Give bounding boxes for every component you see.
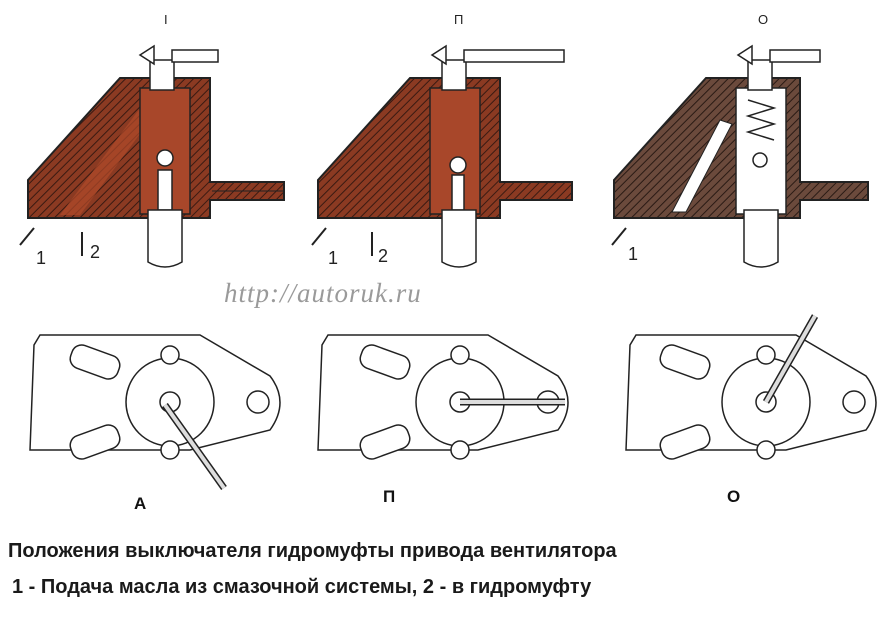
panel-1-flow-1: 1 xyxy=(36,248,46,268)
section-view-a xyxy=(27,44,285,268)
watermark: http://autoruk.ru xyxy=(224,278,422,308)
caption-line-1: Положения выключателя гидромуфты привода… xyxy=(8,540,617,562)
section-view-p xyxy=(317,44,573,268)
panel-2-flow-1: 1 xyxy=(328,248,338,268)
arrow-1-icon xyxy=(311,227,327,246)
position-o-label: О xyxy=(727,487,740,506)
position-p-label: П xyxy=(383,487,395,506)
panel-3-flow-1: 1 xyxy=(628,244,638,264)
panel-1-top-mark: I xyxy=(164,12,168,27)
panel-3-top-mark: О xyxy=(758,12,768,27)
section-view-o xyxy=(613,44,869,268)
panel-2-top-mark: П xyxy=(454,12,463,27)
top-view-a xyxy=(29,334,281,491)
panel-1-flow-2: 2 xyxy=(90,242,100,262)
panel-2-flow-2: 2 xyxy=(378,246,388,266)
arrow-1-icon xyxy=(19,227,35,246)
arrow-1-icon xyxy=(611,227,627,246)
top-view-o xyxy=(625,314,877,460)
position-a-label: А xyxy=(134,494,146,513)
top-view-p xyxy=(317,334,569,460)
caption-line-2: 1 - Подача масла из смазочной системы, 2… xyxy=(12,576,592,598)
